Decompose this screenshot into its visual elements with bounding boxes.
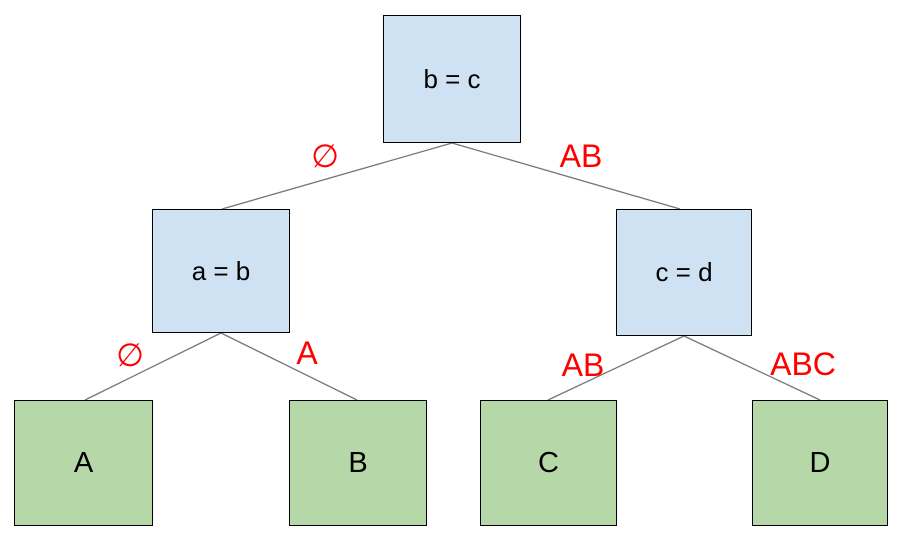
node-root-b-equals-c: b = c: [383, 15, 521, 143]
edge-left-leafB: [220, 332, 358, 401]
node-label: a = b: [191, 255, 251, 286]
node-a-equals-b: a = b: [152, 209, 290, 333]
node-label: D: [809, 446, 831, 479]
edge-label-A-left-B: A: [296, 335, 318, 371]
node-c-equals-d: c = d: [616, 209, 752, 336]
edge-label-ABC-right-D: ABC: [770, 346, 836, 382]
node-label: b = c: [423, 63, 481, 94]
node-label: A: [73, 446, 94, 479]
node-label: B: [348, 446, 368, 479]
edge-label-empty-set-root-left: ∅: [311, 138, 339, 174]
edge-left-leafA: [84, 332, 222, 401]
leaf-node-B: B: [289, 400, 427, 526]
node-label: c = d: [655, 257, 713, 287]
node-label: C: [538, 446, 559, 479]
leaf-node-D: D: [752, 400, 888, 526]
leaf-node-A: A: [14, 400, 153, 526]
edge-label-AB-right-C: AB: [561, 347, 605, 383]
edge-label-empty-set-left-A: ∅: [116, 337, 144, 373]
edge-label-AB-root-right: AB: [559, 138, 603, 174]
leaf-node-C: C: [480, 400, 617, 526]
